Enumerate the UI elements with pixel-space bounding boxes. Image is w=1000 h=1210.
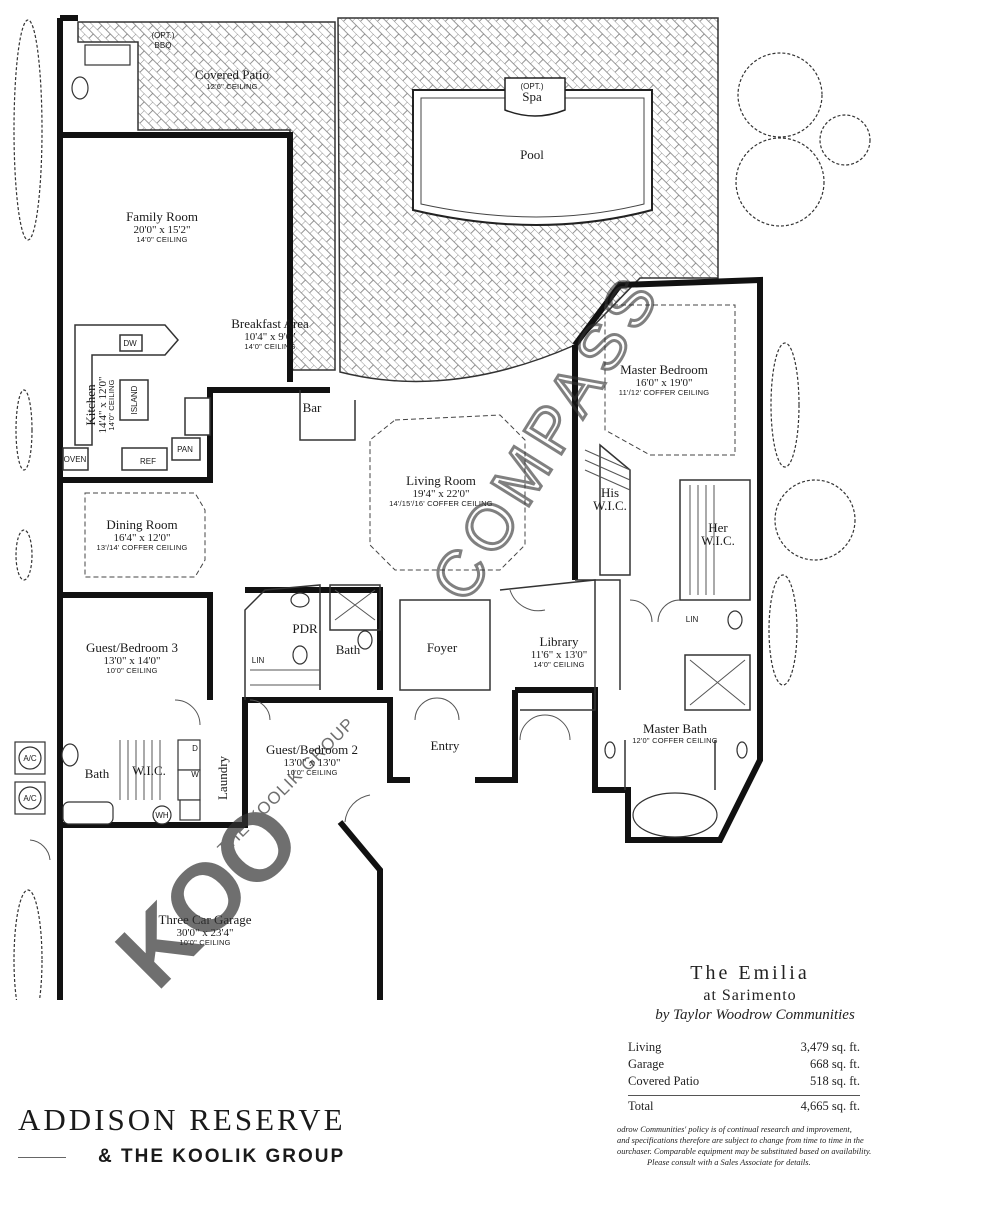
svg-text:10'0" CEILING: 10'0" CEILING xyxy=(179,938,230,947)
svg-text:Breakfast Area: Breakfast Area xyxy=(231,316,309,331)
svg-text:LIN: LIN xyxy=(686,615,699,624)
area-row: Garage 668 sq. ft. xyxy=(628,1057,860,1071)
svg-text:12'6" CEILING: 12'6" CEILING xyxy=(206,82,257,91)
svg-text:14'4" x 12'0": 14'4" x 12'0" xyxy=(97,377,109,434)
svg-text:Dining Room: Dining Room xyxy=(106,517,177,532)
svg-text:His: His xyxy=(601,485,619,500)
svg-text:W.I.C.: W.I.C. xyxy=(132,763,166,778)
svg-text:13'0" x 13'0": 13'0" x 13'0" xyxy=(284,757,341,769)
svg-text:Master Bath: Master Bath xyxy=(643,721,707,736)
svg-text:Guest/Bedroom 3: Guest/Bedroom 3 xyxy=(86,640,178,655)
svg-text:13'0" x 14'0": 13'0" x 14'0" xyxy=(104,655,161,667)
svg-text:10'0" CEILING: 10'0" CEILING xyxy=(286,768,337,777)
area-table: Living 3,479 sq. ft. Garage 668 sq. ft. … xyxy=(628,1040,860,1116)
svg-text:(OPT.): (OPT.) xyxy=(520,82,543,91)
svg-text:A/C: A/C xyxy=(23,794,37,803)
svg-text:W.I.C.: W.I.C. xyxy=(701,533,735,548)
svg-text:W.I.C.: W.I.C. xyxy=(593,498,627,513)
area-row: Covered Patio 518 sq. ft. xyxy=(628,1074,860,1088)
plan-title-block: The Emilia at Sarimento by Taylor Woodro… xyxy=(600,962,920,1024)
svg-text:Bath: Bath xyxy=(85,766,110,781)
area-divider xyxy=(628,1095,860,1096)
svg-text:W: W xyxy=(191,770,199,779)
svg-text:11'6" x 13'0": 11'6" x 13'0" xyxy=(531,649,588,661)
svg-text:10'4" x 9'6": 10'4" x 9'6" xyxy=(244,331,295,343)
area-total-row: Total 4,665 sq. ft. xyxy=(628,1099,860,1113)
brand-title: ADDISON RESERVE xyxy=(18,1102,346,1137)
room-labels: (OPT.) BBQ Covered Patio 12'6" CEILING (… xyxy=(83,31,735,947)
svg-text:Bath: Bath xyxy=(336,642,361,657)
svg-text:Living Room: Living Room xyxy=(406,473,476,488)
svg-text:14'0" CEILING: 14'0" CEILING xyxy=(533,660,584,669)
svg-text:Guest/Bedroom 2: Guest/Bedroom 2 xyxy=(266,742,358,757)
svg-text:14'0" CEILING: 14'0" CEILING xyxy=(244,342,295,351)
spa xyxy=(504,77,566,117)
svg-text:14'0" CEILING: 14'0" CEILING xyxy=(136,235,187,244)
fixture-labels: DW ISLAND OVEN REF PAN LIN LIN D W WH A/… xyxy=(23,339,698,820)
svg-text:DW: DW xyxy=(123,339,137,348)
svg-text:10'0" CEILING: 10'0" CEILING xyxy=(106,666,157,675)
disclaimer: odrow Communities' policy is of continua… xyxy=(617,1125,872,1167)
pool xyxy=(412,89,653,226)
svg-text:BBQ: BBQ xyxy=(155,41,172,50)
floor-plan-drawing: (OPT.) BBQ Covered Patio 12'6" CEILING (… xyxy=(13,15,871,1000)
plan-builder: by Taylor Woodrow Communities xyxy=(655,1007,855,1023)
svg-text:Spa: Spa xyxy=(522,89,542,104)
svg-text:Pool: Pool xyxy=(520,147,544,162)
svg-text:LIN: LIN xyxy=(252,656,265,665)
svg-text:Bar: Bar xyxy=(303,400,322,415)
svg-text:12'0" COFFER CEILING: 12'0" COFFER CEILING xyxy=(632,736,718,745)
living-coffer xyxy=(369,414,526,571)
svg-text:13'/14' COFFER CEILING: 13'/14' COFFER CEILING xyxy=(96,543,187,552)
branding: ADDISON RESERVE & THE KOOLIK GROUP xyxy=(18,1102,488,1168)
svg-text:A/C: A/C xyxy=(23,754,37,763)
svg-text:Covered Patio: Covered Patio xyxy=(195,67,269,82)
svg-text:Family Room: Family Room xyxy=(126,209,198,224)
svg-text:Three Car Garage: Three Car Garage xyxy=(158,912,251,927)
svg-text:ISLAND: ISLAND xyxy=(130,385,139,414)
brand-subtitle: & THE KOOLIK GROUP xyxy=(98,1146,346,1167)
covered-patio-area xyxy=(77,21,336,371)
svg-text:Master Bedroom: Master Bedroom xyxy=(620,362,708,377)
svg-text:WH: WH xyxy=(155,811,169,820)
svg-text:30'0" x 23'4": 30'0" x 23'4" xyxy=(177,927,234,939)
svg-text:OVEN: OVEN xyxy=(64,455,87,464)
svg-text:D: D xyxy=(192,744,198,753)
svg-text:14'0" CEILING: 14'0" CEILING xyxy=(107,379,116,430)
svg-text:Foyer: Foyer xyxy=(427,640,458,655)
svg-text:Her: Her xyxy=(708,520,728,535)
plan-community: at Sarimento xyxy=(703,987,797,1004)
svg-text:PAN: PAN xyxy=(177,445,193,454)
svg-text:Library: Library xyxy=(540,634,579,649)
area-row: Living 3,479 sq. ft. xyxy=(628,1040,860,1054)
brand-rule xyxy=(18,1156,66,1158)
landscape-shrubs xyxy=(13,19,871,1000)
svg-text:20'0" x 15'2": 20'0" x 15'2" xyxy=(134,224,191,236)
svg-text:19'4" x 22'0": 19'4" x 22'0" xyxy=(413,488,470,500)
svg-text:14'/15'/16' COFFER CEILING: 14'/15'/16' COFFER CEILING xyxy=(389,499,493,508)
svg-text:REF: REF xyxy=(140,457,156,466)
plan-name: The Emilia xyxy=(690,962,810,984)
svg-text:16'4" x 12'0": 16'4" x 12'0" xyxy=(114,532,171,544)
svg-text:(OPT.): (OPT.) xyxy=(151,31,174,40)
walls xyxy=(57,15,763,1000)
svg-text:Laundry: Laundry xyxy=(215,755,230,800)
svg-text:PDR: PDR xyxy=(292,621,318,636)
svg-text:Entry: Entry xyxy=(431,738,460,753)
svg-text:KOO: KOO xyxy=(96,786,318,1000)
svg-text:11'/12' COFFER CEILING: 11'/12' COFFER CEILING xyxy=(619,388,709,397)
svg-text:Kitchen: Kitchen xyxy=(83,384,98,426)
svg-text:16'0" x 19'0": 16'0" x 19'0" xyxy=(636,377,693,389)
